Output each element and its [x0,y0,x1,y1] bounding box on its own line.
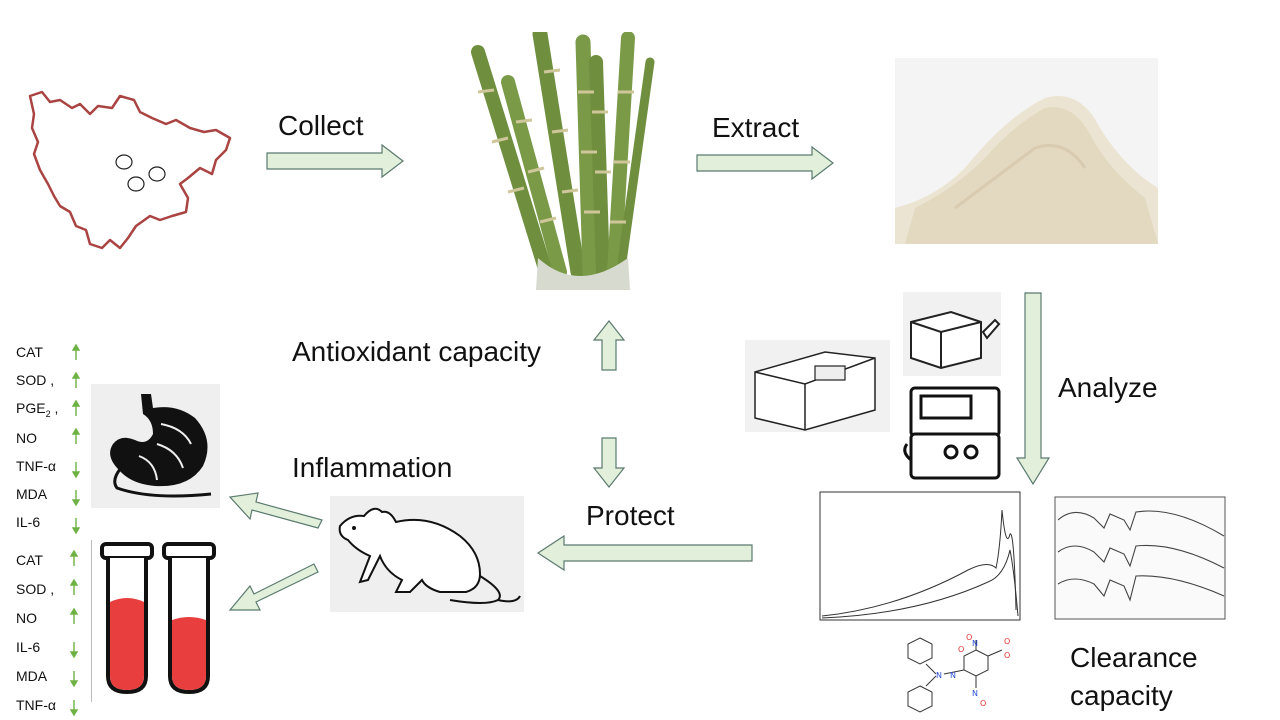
protect-label: Protect [586,500,675,531]
rat-to-blood-arrow [228,563,319,611]
molecule-atom-n3: N [972,639,978,648]
blood-marker-arrows [69,550,79,716]
inflammation-label: Inflammation [292,452,453,483]
stomach-marker-cat: CAT [16,344,43,360]
molecule-atom-o3: O [1004,637,1010,646]
dendrobium-plant-icon [471,32,655,290]
stomach-marker-sod: SOD , [16,372,55,388]
stomach-icon [91,384,220,508]
dpph-molecule-icon: N N O O N O O N O [907,633,1010,713]
extract-arrow [696,145,834,181]
blood-marker-il6: IL-6 [16,639,41,655]
molecule-atom-o1: O [958,645,964,654]
blood-marker-tnf: TNF-α [16,697,56,713]
stomach-marker-pge2: PGE2 , [16,400,59,419]
blood-marker-mda: MDA [16,668,48,684]
collect-label: Collect [278,110,364,141]
powder-icon [895,58,1158,244]
blood-marker-sod: SOD , [16,581,55,597]
marker-divider [91,540,92,702]
protect-arrow [536,534,753,572]
molecule-atom-n4: N [972,689,978,698]
rat-icon [330,496,524,612]
stomach-marker-mda: MDA [16,486,48,502]
antioxidant-up-arrow [592,320,626,371]
molecule-atom-o5: O [980,699,986,708]
stomach-marker-il6: IL-6 [16,514,41,530]
molecule-atom-n2: N [950,671,956,680]
antioxidant-capacity-label: Antioxidant capacity [292,336,542,367]
molecule-atom-o2: O [966,633,972,642]
clearance-label-line1: Clearance [1070,642,1198,673]
stomach-marker-tnf: TNF-α [16,458,56,474]
blood-marker-no: NO [16,610,37,626]
analyze-label: Analyze [1058,372,1158,403]
stomach-marker-no: NO [16,430,37,446]
rat-to-stomach-arrow [228,492,323,529]
spectrum-chart-ir [1054,496,1226,620]
inflammation-down-arrow [592,437,626,488]
molecule-atom-n1: N [936,671,942,680]
stomach-marker-arrows [71,344,81,534]
clearance-label-line2: capacity [1070,680,1173,711]
extract-label: Extract [712,112,800,143]
lab-instrument-icon [745,292,1005,482]
blood-tube-icon [100,542,216,695]
blood-marker-cat: CAT [16,552,43,568]
molecule-atom-o4: O [1004,651,1010,660]
spectrum-chart-uv [818,490,1022,622]
analyze-arrow [1015,292,1051,486]
sichuan-map-icon [28,90,232,250]
collect-arrow [266,143,404,179]
